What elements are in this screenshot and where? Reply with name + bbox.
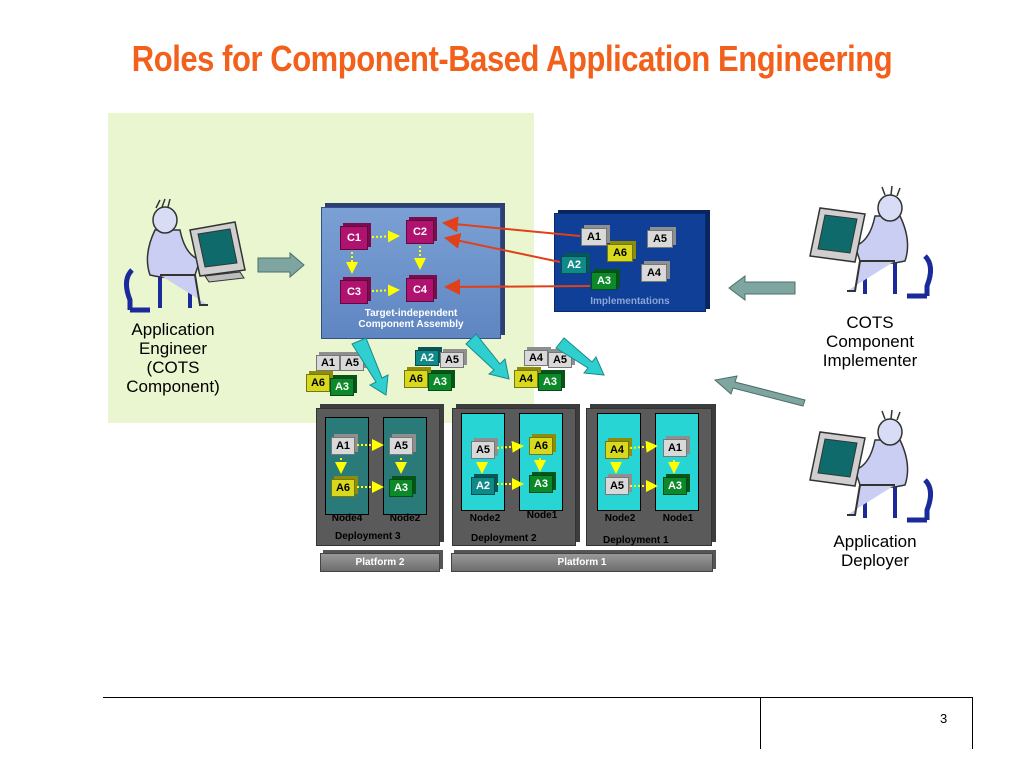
cluster2-a2: A2	[415, 350, 439, 366]
dep3-a6: A6	[331, 479, 355, 497]
engineer-figure-icon	[124, 198, 246, 313]
platform-2-bar: Platform 2	[320, 553, 440, 572]
deployment-3-label: Deployment 3	[335, 531, 401, 542]
dep1-a1: A1	[663, 439, 687, 457]
component-c3: C3	[340, 280, 368, 304]
deployment-1-box: A4 A1 A5 A3 Node2 Node1 Deployment 1	[586, 408, 712, 546]
dep3-node2-label: Node2	[389, 513, 421, 524]
dep1-a5: A5	[605, 477, 629, 495]
deployment-2-box: A5 A6 A2 A3 Node2 Node1 Deployment 2	[452, 408, 576, 546]
assembly-label: Target-independent Component Assembly	[358, 308, 464, 330]
dep3-a3: A3	[389, 479, 413, 497]
dep2-a3: A3	[529, 475, 553, 493]
impl-a6: A6	[607, 244, 633, 262]
cluster1-a5: A5	[340, 355, 364, 371]
slide-title: Roles for Component-Based Application En…	[131, 38, 893, 79]
dep3-a5: A5	[389, 437, 413, 455]
cluster2-a3: A3	[428, 373, 452, 391]
page-number: 3	[940, 711, 948, 726]
deployment3-node4	[325, 417, 369, 515]
dep2-a2: A2	[471, 477, 495, 495]
component-c1: C1	[340, 226, 368, 250]
deployment-links-icon	[335, 439, 680, 493]
dep2-node2-label: Node2	[469, 513, 501, 524]
implementations-box: A1 A6 A5 A2 A4 A3 Implementations	[554, 213, 706, 312]
platform-1-bar: Platform 1	[451, 553, 713, 572]
impl-a2: A2	[561, 256, 587, 274]
dep1-node2-label: Node2	[604, 513, 636, 524]
arrow-engineer-to-assembly-icon	[257, 251, 305, 279]
deployment-2-label: Deployment 2	[471, 533, 537, 544]
assembly-links-icon	[346, 230, 426, 297]
footer-rule	[103, 697, 973, 698]
implementer-figure-icon	[809, 185, 933, 299]
cluster3-a3: A3	[538, 373, 562, 391]
cluster1-a1: A1	[316, 355, 340, 371]
deployer-label: Application Deployer	[833, 532, 917, 570]
footer-divider-right	[972, 697, 973, 749]
mapping-arrows-icon	[351, 333, 605, 396]
dep1-node1-label: Node1	[662, 513, 694, 524]
arrow-implementer-to-impl-icon	[728, 275, 796, 301]
engineer-label: Application Engineer (COTS Component)	[126, 320, 220, 396]
footer-divider-left	[760, 697, 761, 749]
dep1-a3: A3	[663, 477, 687, 495]
implementer-label: COTS Component Implementer	[822, 313, 918, 370]
cluster3-a4: A4	[514, 370, 538, 388]
deployer-figure-icon	[809, 409, 933, 523]
cluster2-a6: A6	[404, 370, 428, 388]
dep2-a6: A6	[529, 437, 553, 455]
impl-a5: A5	[647, 230, 673, 248]
component-c4: C4	[406, 278, 434, 302]
impl-a4: A4	[641, 264, 667, 282]
arrow-deployer-to-deployments-icon	[713, 375, 806, 407]
cluster3-a4-top: A4	[524, 350, 548, 366]
component-c2: C2	[406, 220, 434, 244]
dep3-a1: A1	[331, 437, 355, 455]
cluster1-a6: A6	[306, 374, 330, 392]
deployment-1-label: Deployment 1	[603, 535, 669, 546]
impl-a3: A3	[591, 272, 617, 290]
dep2-a5: A5	[471, 441, 495, 459]
dep2-node1-label: Node1	[526, 510, 558, 521]
implementation-arrows-icon	[442, 216, 591, 295]
dep3-node4-label: Node4	[331, 513, 363, 524]
impl-a1: A1	[581, 228, 607, 246]
implementations-label: Implementations	[590, 296, 670, 307]
cluster3-a5: A5	[548, 352, 572, 368]
deployment-3-box: A1 A5 A6 A3 Node4 Node2 Deployment 3	[316, 408, 440, 546]
cluster2-a5: A5	[440, 352, 464, 368]
cluster1-a3: A3	[330, 378, 354, 396]
dep1-a4: A4	[605, 441, 629, 459]
